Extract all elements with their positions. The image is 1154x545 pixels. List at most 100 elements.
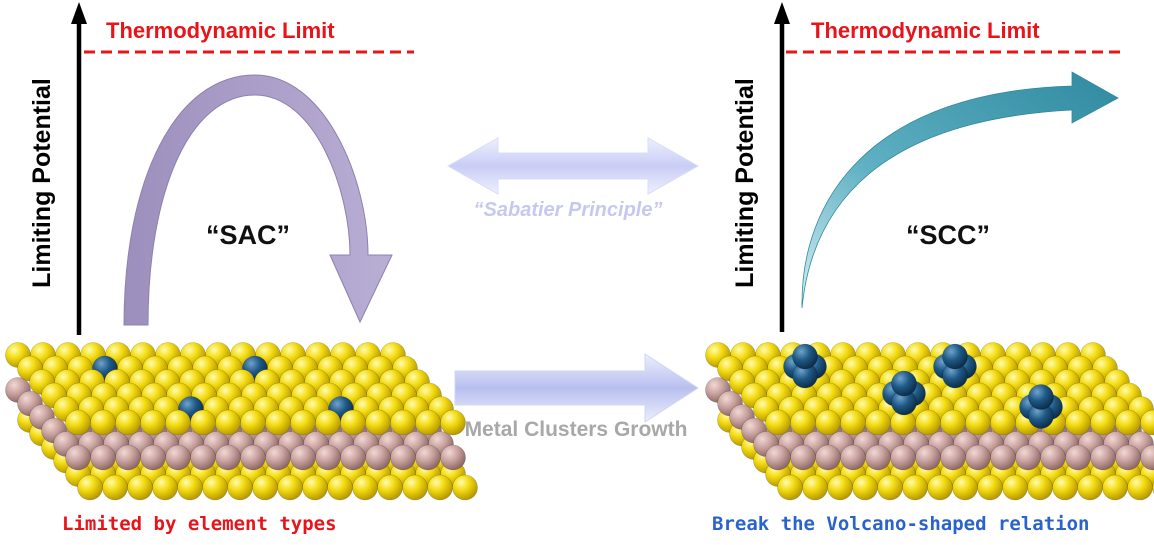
scc-label: “SCC”: [906, 220, 990, 250]
right-y-axis-arrowhead: [774, 2, 790, 24]
gold-atom: [390, 409, 416, 436]
substrate-atom: [865, 444, 891, 471]
gold-atom: [352, 474, 378, 501]
gold-atom: [1140, 409, 1154, 436]
sac-atomic-slab: [5, 342, 478, 501]
gold-atom: [315, 409, 341, 436]
substrate-atom: [990, 444, 1016, 471]
gold-atom: [840, 409, 866, 436]
left-limit-label: Thermodynamic Limit: [106, 18, 335, 43]
gold-atom: [827, 474, 853, 501]
gold-atom: [1115, 409, 1141, 436]
gold-atom: [915, 409, 941, 436]
right-axis-title: Limiting Potential: [731, 78, 759, 288]
gold-atom: [327, 474, 353, 501]
gold-atom: [977, 474, 1003, 501]
left-axis-title: Limiting Potential: [28, 78, 56, 288]
gold-atom: [815, 409, 841, 436]
substrate-atom: [315, 444, 341, 471]
gold-atom: [777, 474, 803, 501]
gold-atom: [765, 409, 791, 436]
gold-atom: [415, 409, 441, 436]
sac-label: “SAC”: [206, 220, 290, 250]
gold-atom: [952, 474, 978, 501]
gold-atom: [265, 409, 291, 436]
substrate-atom: [65, 444, 91, 471]
substrate-atom: [140, 444, 166, 471]
right-panel: Limiting Potential Thermodynamic Limit “…: [705, 2, 1154, 535]
gold-atom: [1002, 474, 1028, 501]
gold-atom: [340, 409, 366, 436]
gold-atom: [1127, 474, 1153, 501]
substrate-atom: [290, 444, 316, 471]
gold-atom: [452, 474, 478, 501]
double-arrow: [446, 137, 700, 195]
substrate-atom: [965, 444, 991, 471]
scc-atomic-slab: [705, 342, 1154, 501]
substrate-atom: [215, 444, 241, 471]
substrate-atom: [1115, 444, 1141, 471]
metal-cluster-atom: [942, 343, 968, 370]
gold-atom: [1052, 474, 1078, 501]
gold-atom: [852, 474, 878, 501]
gold-atom: [202, 474, 228, 501]
substrate-atom: [915, 444, 941, 471]
metal-cluster-atom: [1028, 384, 1054, 410]
gold-atom: [927, 474, 953, 501]
gold-atom: [940, 409, 966, 436]
gold-atom: [252, 474, 278, 501]
substrate-atom: [115, 444, 141, 471]
gold-atom: [440, 409, 466, 436]
substrate-atom: [265, 444, 291, 471]
gold-atom: [140, 409, 166, 436]
gold-atom: [877, 474, 903, 501]
substrate-atom: [1015, 444, 1041, 471]
gold-atom: [65, 409, 91, 436]
substrate-atom: [1140, 444, 1154, 471]
gold-atom: [90, 409, 116, 436]
gold-atom: [1090, 409, 1116, 436]
gold-atom: [165, 409, 191, 436]
gold-atom: [377, 474, 403, 501]
metal-cluster-atom: [891, 370, 917, 397]
substrate-atom: [1040, 444, 1066, 471]
gold-atom: [152, 474, 178, 501]
gold-atom: [102, 474, 128, 501]
gold-atom: [365, 409, 391, 436]
left-panel: Limiting Potential Thermodynamic Limit “…: [5, 2, 478, 535]
gold-atom: [290, 409, 316, 436]
right-caption: Break the Volcano-shaped relation: [712, 513, 1090, 535]
gold-atom: [902, 474, 928, 501]
substrate-atom: [440, 444, 466, 471]
sabatier-label: “Sabatier Principle”: [474, 199, 663, 221]
substrate-atom: [890, 444, 916, 471]
gold-atom: [1027, 474, 1053, 501]
substrate-atom: [90, 444, 116, 471]
gold-atom: [427, 474, 453, 501]
substrate-atom: [765, 444, 791, 471]
growth-arrow: [454, 353, 699, 423]
left-y-axis-arrowhead: [71, 2, 87, 24]
left-caption: Limited by element types: [62, 513, 337, 535]
gold-atom: [77, 474, 103, 501]
middle-panel: “Sabatier Principle” Metal Clusters Grow…: [446, 137, 700, 441]
gold-atom: [865, 409, 891, 436]
substrate-atom: [940, 444, 966, 471]
substrate-atom: [815, 444, 841, 471]
metal-cluster-atom: [792, 343, 818, 370]
gold-atom: [990, 409, 1016, 436]
scc-rising-arrow: [801, 71, 1119, 309]
gold-atom: [177, 474, 203, 501]
substrate-atom: [340, 444, 366, 471]
gold-atom: [402, 474, 428, 501]
gold-atom: [802, 474, 828, 501]
gold-atom: [1065, 409, 1091, 436]
substrate-atom: [790, 444, 816, 471]
right-limit-label: Thermodynamic Limit: [811, 18, 1040, 43]
gold-atom: [1102, 474, 1128, 501]
gold-atom: [127, 474, 153, 501]
substrate-atom: [840, 444, 866, 471]
substrate-atom: [1090, 444, 1116, 471]
gold-atom: [790, 409, 816, 436]
